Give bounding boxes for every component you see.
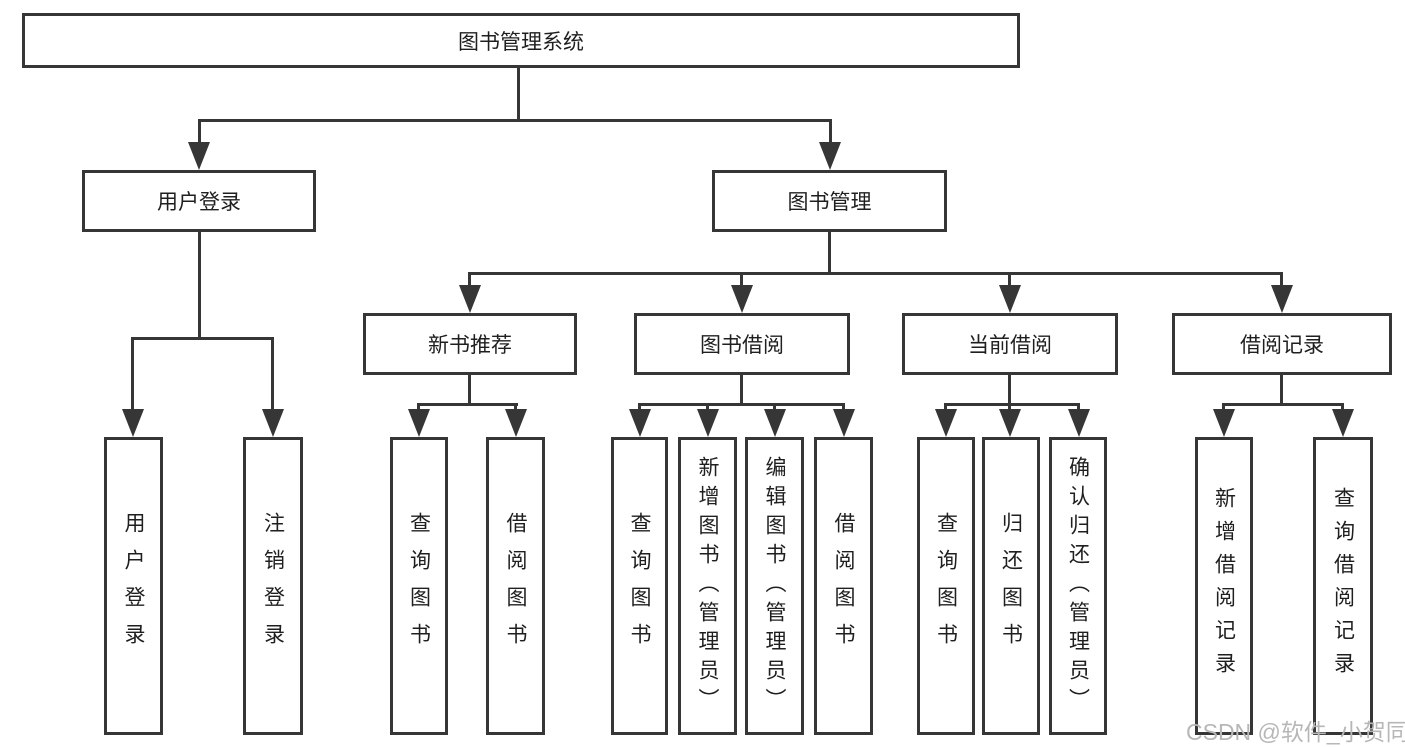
node-label: 注销登录: [261, 512, 285, 660]
arrow-head: [1213, 409, 1235, 437]
arrow-head: [1271, 285, 1293, 313]
connector-line: [828, 232, 831, 272]
node-current-borrowing: 当前借阅: [902, 313, 1118, 375]
node-label: 借阅记录: [1240, 334, 1324, 357]
connector-line: [740, 375, 743, 403]
node-new-book-recommendation: 新书推荐: [363, 313, 577, 375]
node-label: 用户登录: [157, 191, 241, 214]
node-label: 用户登录: [122, 512, 145, 660]
leaf-add-books-admin: 新增图书（管理员）: [678, 437, 737, 735]
leaf-return-books: 归还图书: [982, 437, 1040, 735]
node-user-login: 用户登录: [82, 170, 316, 232]
node-label: 新增图书（管理员）: [696, 455, 719, 717]
connector-line: [1280, 272, 1283, 288]
connector-line: [198, 119, 201, 147]
leaf-query-books-borrowing: 查询图书: [611, 437, 668, 735]
leaf-confirm-return-admin: 确认归还（管理员）: [1049, 437, 1107, 735]
node-label: 查询图书: [934, 512, 958, 660]
node-label: 图书管理系统: [458, 30, 584, 54]
connector-line: [131, 337, 134, 412]
connector-line: [1222, 403, 1344, 406]
connector-line: [1341, 403, 1344, 413]
arrow-head: [505, 409, 527, 437]
leaf-query-books-recommendation: 查询图书: [390, 437, 448, 735]
leaf-user-login: 用户登录: [104, 437, 163, 735]
connector-line: [514, 403, 517, 413]
connector-line: [829, 119, 832, 147]
arrow-head: [697, 409, 719, 437]
connector-line: [198, 119, 832, 122]
csdn-watermark: CSDN @软件_小贺同学: [1186, 719, 1405, 745]
node-label: 图书管理: [787, 191, 872, 214]
arrow-head: [833, 409, 855, 437]
connector-line: [1280, 375, 1283, 403]
node-label: 确认归还（管理员）: [1066, 455, 1090, 717]
node-label: 查询图书: [407, 512, 431, 660]
connector-line: [1008, 375, 1011, 403]
connector-line: [944, 403, 1080, 406]
connector-line: [638, 403, 845, 406]
connector-line: [706, 403, 709, 413]
leaf-borrow-books-borrowing: 借阅图书: [814, 437, 873, 735]
arrow-head: [999, 285, 1021, 313]
node-label: 新书推荐: [428, 334, 512, 357]
node-book-management: 图书管理: [712, 170, 947, 232]
connector-line: [417, 403, 518, 406]
arrow-head: [408, 409, 430, 437]
arrow-head: [122, 409, 144, 437]
connector-line: [271, 337, 274, 412]
arrow-head: [935, 409, 957, 437]
connector-line: [1008, 272, 1011, 288]
connector-line: [740, 272, 743, 288]
connector-line: [417, 403, 420, 413]
node-label: 查询图书: [628, 512, 651, 660]
connector-line: [468, 375, 471, 403]
node-label: 编辑图书（管理员）: [763, 455, 786, 717]
node-label: 当前借阅: [968, 334, 1052, 357]
arrow-head: [999, 409, 1021, 437]
arrow-head: [188, 142, 210, 170]
connector-line: [468, 272, 471, 288]
connector-line: [1077, 403, 1080, 413]
connector-line: [198, 232, 201, 337]
connector-line: [517, 68, 520, 119]
node-label: 借阅图书: [504, 512, 527, 660]
connector-line: [944, 403, 947, 413]
connector-line: [1222, 403, 1225, 413]
node-label: 查询借阅记录: [1331, 487, 1355, 685]
arrow-head: [1068, 409, 1090, 437]
leaf-logout: 注销登录: [243, 437, 303, 735]
connector-line: [773, 403, 776, 413]
node-library-management-system: 图书管理系统: [22, 13, 1020, 68]
arrow-head: [731, 285, 753, 313]
arrow-head: [629, 409, 651, 437]
leaf-borrow-books-recommendation: 借阅图书: [486, 437, 545, 735]
leaf-query-books-current: 查询图书: [917, 437, 975, 735]
arrow-head: [459, 285, 481, 313]
node-borrowing-records: 借阅记录: [1172, 313, 1392, 375]
arrow-head: [262, 409, 284, 437]
node-label: 归还图书: [999, 512, 1023, 660]
node-label: 图书借阅: [700, 334, 784, 357]
leaf-query-borrow-record: 查询借阅记录: [1313, 437, 1373, 735]
leaf-edit-books-admin: 编辑图书（管理员）: [745, 437, 804, 735]
node-book-borrowing: 图书借阅: [634, 313, 850, 375]
arrow-head: [819, 142, 841, 170]
arrow-head: [764, 409, 786, 437]
connector-line: [131, 337, 274, 340]
leaf-add-borrow-record: 新增借阅记录: [1195, 437, 1253, 735]
node-label: 新增借阅记录: [1212, 487, 1236, 685]
node-label: 借阅图书: [832, 512, 855, 660]
arrow-head: [1332, 409, 1354, 437]
connector-line: [1008, 403, 1011, 413]
connector-line: [638, 403, 641, 413]
connector-line: [468, 272, 1283, 275]
connector-line: [842, 403, 845, 413]
